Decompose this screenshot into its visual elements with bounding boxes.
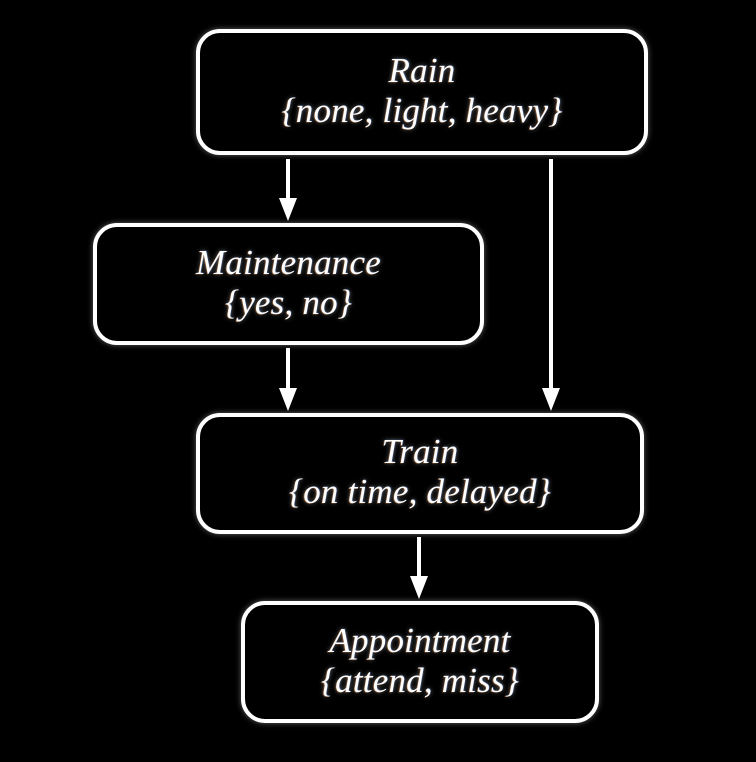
- node-train-states: {on time, delayed}: [289, 472, 551, 512]
- node-train-label: Train: [381, 432, 459, 472]
- node-maintenance[interactable]: Maintenance {yes, no}: [93, 223, 484, 345]
- node-appointment-label: Appointment: [329, 620, 511, 660]
- arrowhead-icon: [410, 576, 428, 599]
- node-train[interactable]: Train {on time, delayed}: [196, 413, 644, 534]
- edge-maintenance-to-train: [279, 348, 297, 411]
- arrowhead-icon: [542, 388, 560, 411]
- node-rain-states: {none, light, heavy}: [281, 90, 563, 130]
- arrowhead-icon: [279, 198, 297, 221]
- node-rain-label: Rain: [388, 50, 456, 90]
- node-maintenance-states: {yes, no}: [225, 282, 352, 322]
- edge-rain-to-train: [542, 159, 560, 411]
- node-appointment-states: {attend, miss}: [320, 660, 520, 700]
- arrowhead-icon: [279, 388, 297, 411]
- node-maintenance-label: Maintenance: [196, 242, 381, 282]
- node-rain[interactable]: Rain {none, light, heavy}: [196, 29, 648, 155]
- node-appointment[interactable]: Appointment {attend, miss}: [241, 601, 599, 723]
- edge-rain-to-maintenance: [279, 159, 297, 221]
- edge-train-to-appointment: [410, 537, 428, 599]
